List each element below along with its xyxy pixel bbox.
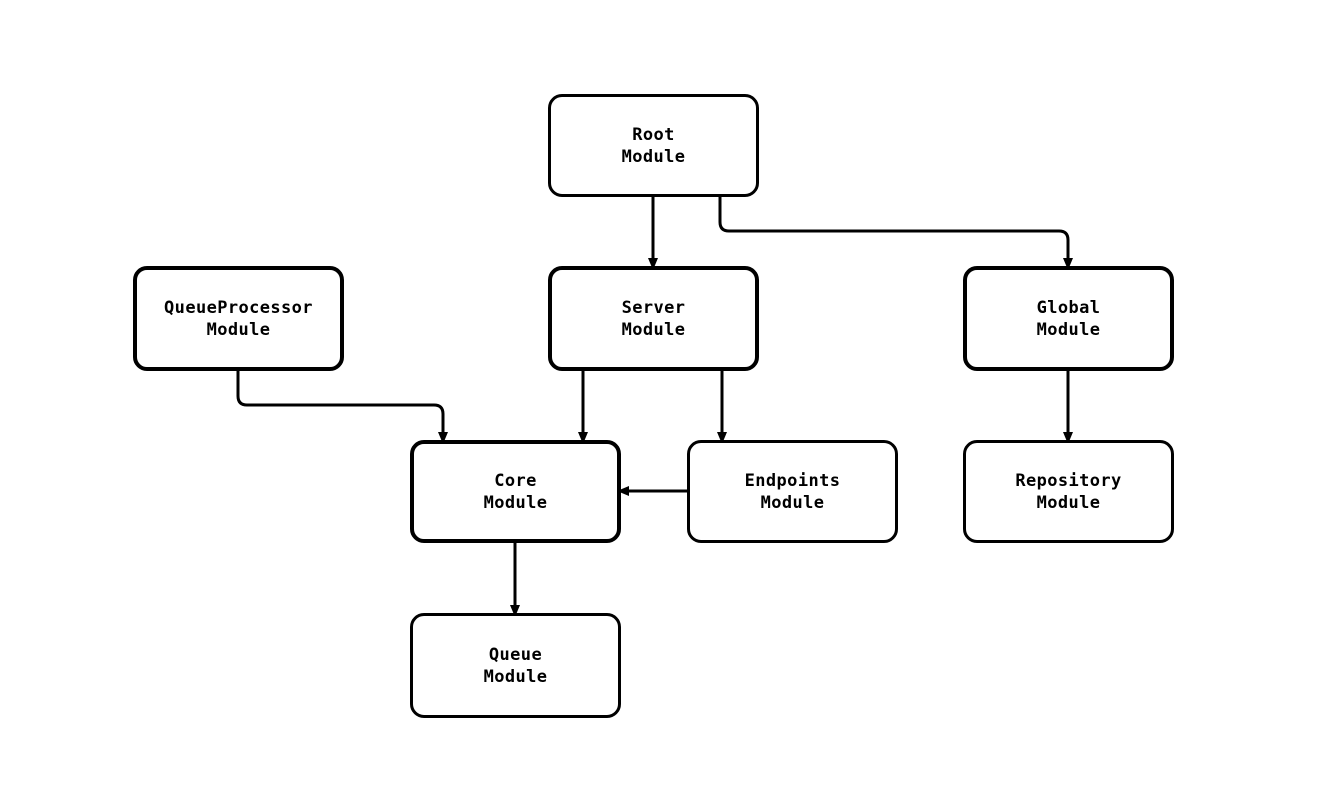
node-label-global: Global Module [1036, 297, 1101, 340]
node-label-queueprocessor: QueueProcessor Module [164, 297, 313, 340]
node-root[interactable]: Root Module [548, 94, 759, 197]
node-queueprocessor[interactable]: QueueProcessor Module [133, 266, 344, 371]
node-label-endpoints: Endpoints Module [744, 470, 841, 513]
edge-root-to-global [718, 197, 1073, 270]
node-label-core: Core Module [483, 470, 548, 513]
edge-queueprocessor-to-core [236, 371, 448, 444]
node-server[interactable]: Server Module [548, 266, 759, 371]
node-label-repository: Repository Module [1015, 470, 1122, 513]
edge-paths [236, 197, 1073, 617]
node-label-server: Server Module [621, 297, 686, 340]
node-label-queue: Queue Module [483, 644, 548, 687]
node-label-root: Root Module [621, 124, 686, 167]
node-endpoints[interactable]: Endpoints Module [687, 440, 898, 543]
node-queue[interactable]: Queue Module [410, 613, 621, 718]
node-core[interactable]: Core Module [410, 440, 621, 543]
node-global[interactable]: Global Module [963, 266, 1174, 371]
node-repository[interactable]: Repository Module [963, 440, 1174, 543]
